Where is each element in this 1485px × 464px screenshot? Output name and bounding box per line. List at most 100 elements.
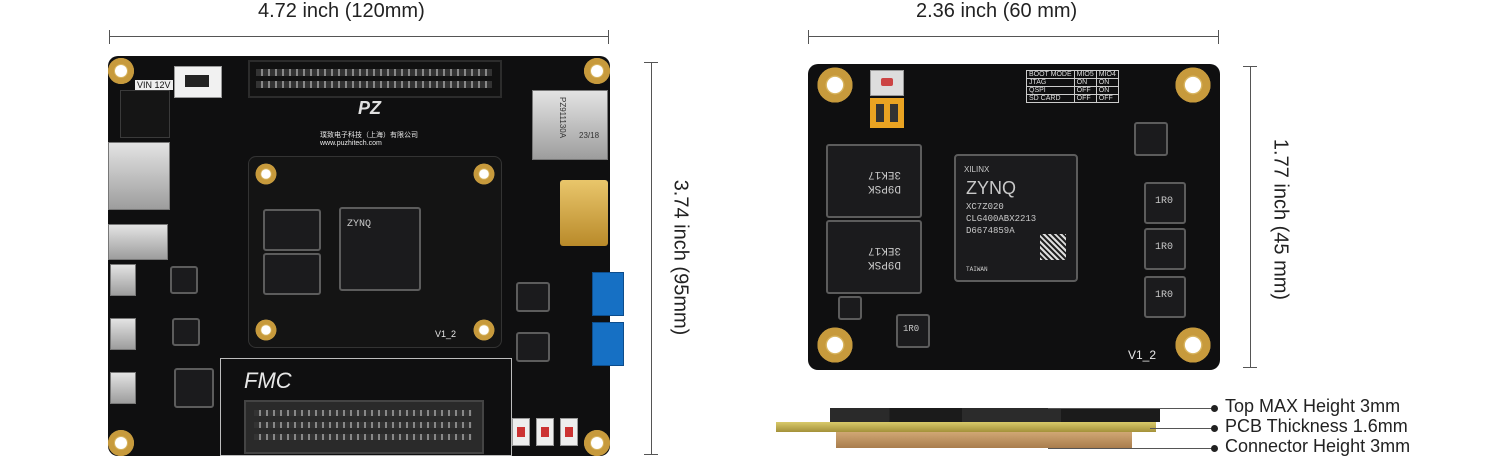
ic-chip [838,296,862,320]
fpga-chip-small: ZYNQ [339,207,421,291]
module-version: V1_2 [1128,348,1157,362]
ic-chip [170,266,198,294]
dip-switch [870,98,904,128]
boot-cell: OFF [1073,94,1097,103]
inductor: 1R0 [1144,276,1186,318]
brand-chinese: 璞致电子科技（上海）有限公司 [320,132,418,139]
boot-cell: OFF [1095,94,1119,103]
carrier-height-label: 3.74 inch (95mm) [669,179,692,336]
mount-hole [584,430,610,456]
carrier-width-label: 4.72 inch (120mm) [258,0,425,22]
fmc-outline [220,358,512,456]
inductor-label: 1R0 [1155,290,1174,301]
carrier-board: VIN 12V PZ 璞致电子科技（上海）有限公司 www.puzhitech.… [108,56,624,456]
boot-header: MIO4 [1095,70,1119,79]
mount-hole [1175,327,1211,363]
leader-line [1150,428,1214,429]
mount-hole [473,163,495,185]
fpga-origin: TAIWAN [966,266,988,273]
rj45-port: PZ911130A 23/18 [532,90,608,160]
micro-usb-port [110,264,136,296]
carrier-height-tick-top [644,62,658,63]
leader-dot [1211,425,1218,432]
inductor-label: 1R0 [1155,242,1174,253]
side-top-components [830,408,1160,422]
mount-hole [108,430,134,456]
core-module-mounted: ZYNQ V1_2 [248,156,502,348]
inductor-label: 1R0 [903,324,920,334]
boot-header: BOOT MODE [1026,70,1075,79]
power-switch [174,66,222,98]
fmc-logo: FMC [244,368,292,393]
ic-chip [174,368,214,408]
ram-chip: 3EK17 D9PSK [826,144,922,218]
side-pcb [776,422,1156,432]
fpga-serial: D6674859A [966,226,1015,236]
side-label-pcb-thickness: PCB Thickness 1.6mm [1225,416,1408,436]
side-view [776,408,1160,454]
side-connector [836,432,1132,448]
sd-card-slot [108,142,170,210]
module-height-label: 1.77 inch (45 mm) [1269,138,1292,301]
module-height-tick-top [1243,66,1257,67]
ram-chip [263,209,321,251]
carrier-height-line [651,62,652,455]
hdmi-port [560,180,608,246]
fpga-package: CLG400ABX2213 [966,214,1037,224]
usb-connector [108,224,168,260]
mount-hole [817,327,853,363]
mount-hole [1175,67,1211,103]
inductor-label: 1R0 [1155,196,1174,207]
rj45-sub: 23/18 [579,131,600,140]
carrier-width-line [109,36,609,37]
side-label-top-height: Top MAX Height 3mm [1225,396,1401,416]
gpio-header [248,60,502,98]
ram-label: D9PSK [868,258,902,270]
ram-label: D9PSK [868,182,902,194]
mount-hole [255,319,277,341]
inductor: 1R0 [1144,228,1186,270]
leader-dot [1211,445,1218,452]
leader-line [1048,408,1214,409]
mount-hole [584,58,610,84]
rj45-label: PZ911130A [558,97,567,139]
terminal-block [592,322,624,366]
ram-chip [263,253,321,295]
brand-logo: PZ [358,98,382,118]
boot-header: MIO5 [1073,70,1097,79]
fpga-family: ZYNQ [966,178,1017,198]
boot-cell: OFF [1073,86,1097,95]
inductor: 1R0 [1144,182,1186,224]
mount-hole [255,163,277,185]
inductor: 1R0 [896,314,930,348]
boot-cell: SD CARD [1026,94,1075,103]
push-button [560,418,578,446]
reset-button [870,70,904,96]
carrier-height-tick-bottom [644,454,658,455]
fpga-chip: XILINX ZYNQ XC7Z020 CLG400ABX2213 D66748… [954,154,1078,282]
vin-label: VIN 12V [135,80,173,90]
module-width-tick-left [808,30,809,44]
carrier-width-tick-right [608,30,609,44]
module-height-tick-bottom [1243,367,1257,368]
mount-hole [817,67,853,103]
mount-hole [473,319,495,341]
mount-hole [108,58,134,84]
boot-cell: JTAG [1026,78,1075,87]
ram-chip: 3EK17 D9PSK [826,220,922,294]
fpga-brand: XILINX [964,165,990,174]
boot-cell: ON [1095,86,1119,95]
boot-cell: ON [1095,78,1119,87]
pmic-chip [1134,122,1168,156]
boot-mode-table: BOOT MODE MIO5 MIO4 JTAG ON ON QSPI OFF … [1026,70,1119,103]
terminal-block [592,272,624,316]
leader-line [1048,448,1214,449]
micro-usb-port [110,372,136,404]
fmc-connector [244,400,484,454]
leader-dot [1211,405,1218,412]
ic-chip [172,318,200,346]
qr-code [1040,234,1066,260]
module-width-line [808,36,1219,37]
carrier-width-tick-left [109,30,110,44]
ram-label: 3EK17 [868,168,902,180]
